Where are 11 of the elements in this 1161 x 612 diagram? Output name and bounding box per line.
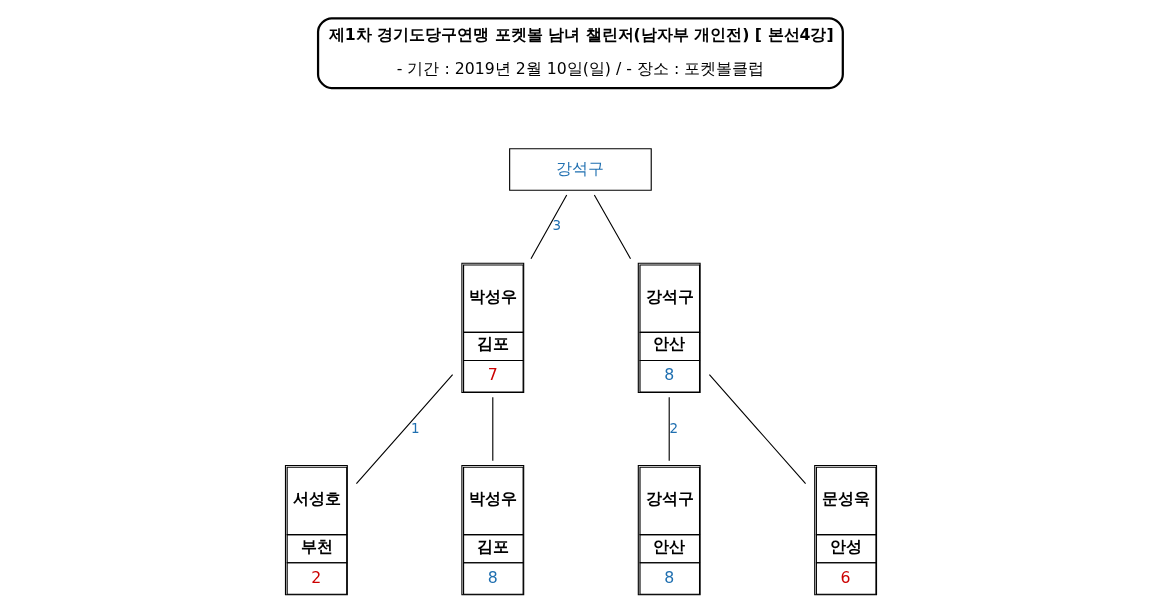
connector xyxy=(593,194,631,260)
connector xyxy=(529,194,567,260)
edge-label: 3 xyxy=(552,217,561,234)
connector xyxy=(708,374,806,485)
connector xyxy=(491,396,493,462)
edge-label: 1 xyxy=(410,419,420,436)
node-box: 강석구 xyxy=(508,148,652,191)
connector xyxy=(668,396,670,462)
edge-label: 2 xyxy=(668,419,678,436)
node-box: 제1차 경기도당구연맹 포켓볼 남녀 챌린저(남자부 개인전) [ 본선4강] - 기간 : 2019년 2월 10일(일) / - 장소 : 포켓볼클럽 xyxy=(316,17,844,90)
connector xyxy=(355,374,453,485)
